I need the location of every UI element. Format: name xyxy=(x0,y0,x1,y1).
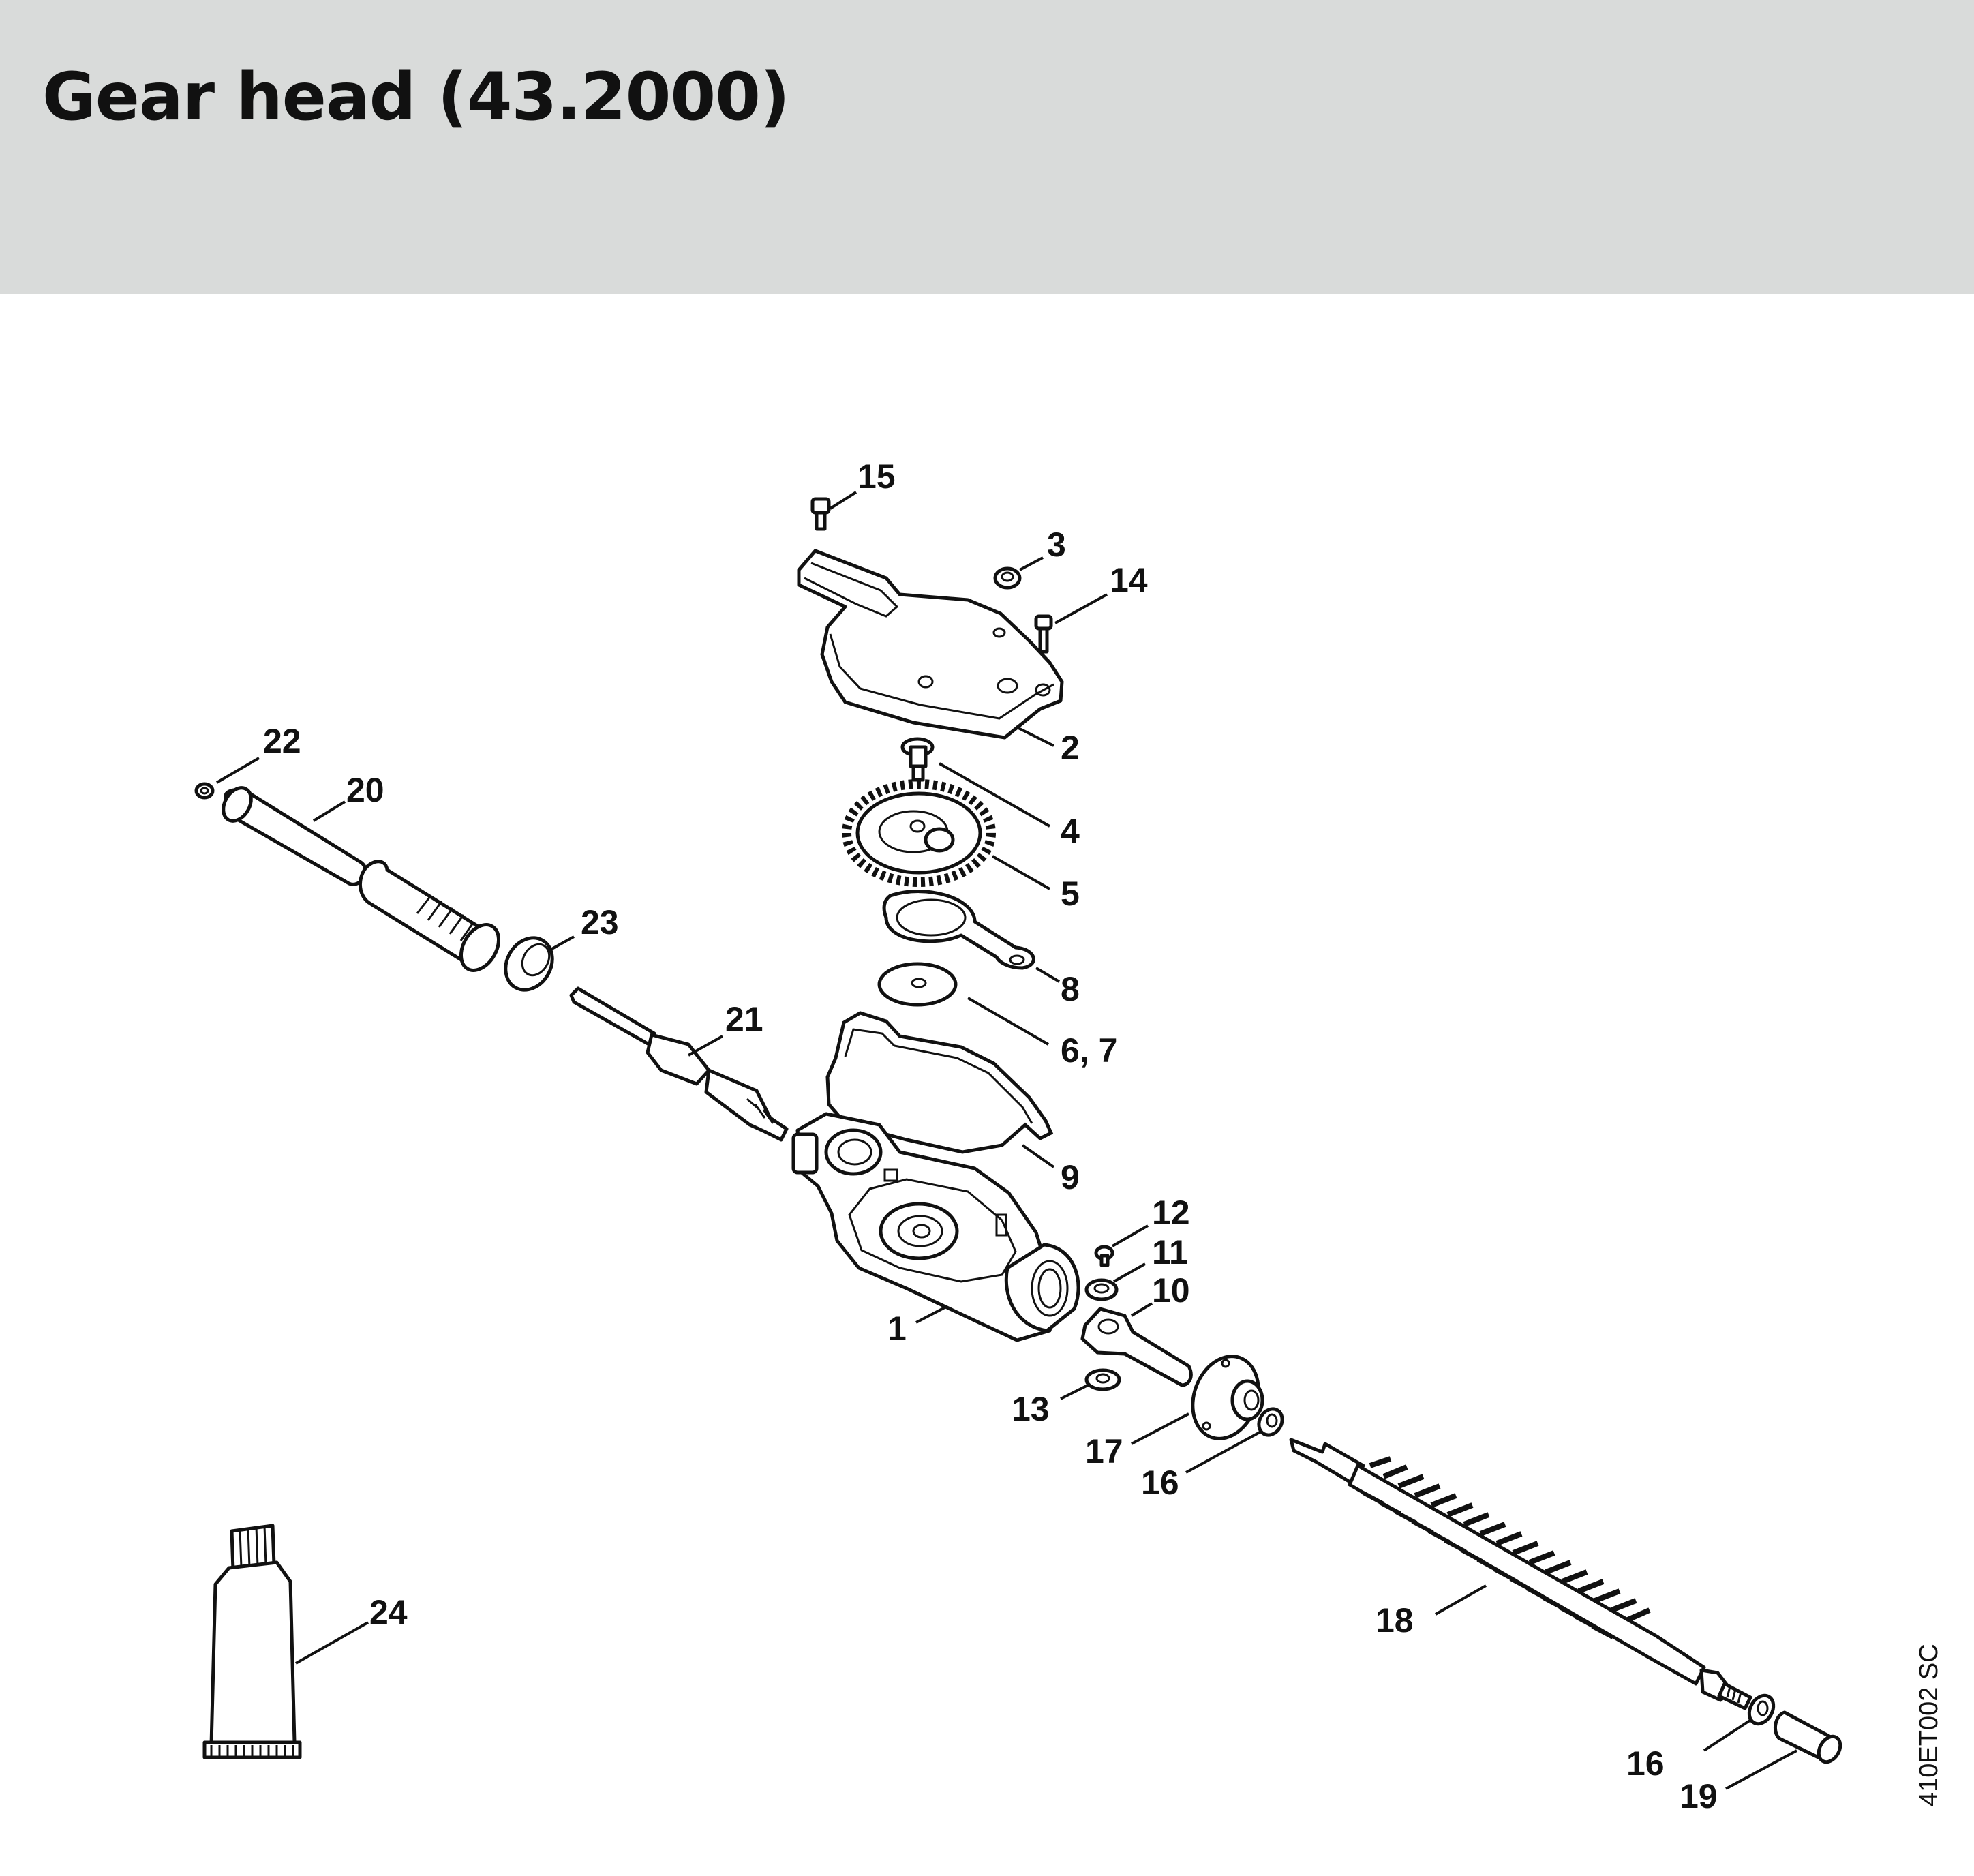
part-10-eye-shaft xyxy=(1080,1307,1193,1387)
label-4: 4 xyxy=(1061,812,1080,850)
part-12-screw xyxy=(1094,1245,1114,1267)
label-1: 1 xyxy=(887,1310,907,1348)
page-title: Gear head (43.2000) xyxy=(42,59,790,135)
part-2-cover xyxy=(797,549,1064,740)
part-5-bevel-gear xyxy=(842,779,996,887)
part-20-drive-tube xyxy=(222,786,500,972)
label-6-7: 6, 7 xyxy=(1061,1031,1117,1070)
label-5: 5 xyxy=(1061,875,1080,913)
part-24-grease-tube xyxy=(202,1524,302,1759)
label-16-lower: 16 xyxy=(1626,1744,1665,1783)
part-4-pin xyxy=(900,737,935,782)
label-10: 10 xyxy=(1152,1271,1190,1310)
label-24: 24 xyxy=(369,1593,408,1631)
label-21: 21 xyxy=(725,1000,763,1038)
callout-labels: 15 3 14 2 4 5 8 6, 7 9 12 11 10 1 13 17 … xyxy=(263,457,1943,1815)
part-21-drive-shaft xyxy=(569,986,789,1142)
part-11-10-washer xyxy=(1084,1278,1119,1301)
label-8: 8 xyxy=(1061,970,1080,1008)
part-18-flex-shaft xyxy=(1289,1438,1752,1710)
label-23: 23 xyxy=(581,903,619,941)
label-3: 3 xyxy=(1047,526,1066,564)
leader-lines xyxy=(215,491,1797,1790)
part-13-washer xyxy=(1084,1368,1121,1391)
part-16-nut-lower xyxy=(1747,1693,1776,1726)
label-19: 19 xyxy=(1680,1777,1718,1815)
part-14-screw xyxy=(1034,614,1053,654)
part-23-nut xyxy=(504,936,554,992)
drawing-code: 410ET002 SC xyxy=(1915,1644,1943,1806)
header-band: Gear head (43.2000) xyxy=(0,0,1974,294)
part-6-7-washer xyxy=(877,962,958,1007)
label-16-upper: 16 xyxy=(1141,1464,1179,1502)
part-8-lever xyxy=(882,890,1035,970)
label-22: 22 xyxy=(263,722,301,760)
label-17: 17 xyxy=(1085,1432,1123,1470)
part-22-circlip xyxy=(194,782,215,800)
label-15: 15 xyxy=(857,457,896,496)
label-9: 9 xyxy=(1061,1158,1080,1196)
part-19-sleeve xyxy=(1773,1710,1842,1764)
part-16-nut-upper xyxy=(1257,1407,1284,1437)
part-17-flange xyxy=(1191,1355,1264,1440)
label-11: 11 xyxy=(1152,1233,1188,1271)
label-2: 2 xyxy=(1061,729,1080,767)
label-18: 18 xyxy=(1376,1601,1414,1639)
label-20: 20 xyxy=(346,771,384,809)
part-15-screw xyxy=(810,497,831,531)
label-14: 14 xyxy=(1110,561,1148,599)
label-13: 13 xyxy=(1012,1390,1050,1428)
label-12: 12 xyxy=(1152,1194,1190,1232)
part-3-nut xyxy=(993,566,1022,590)
part-1-gear-housing xyxy=(791,1112,1080,1342)
